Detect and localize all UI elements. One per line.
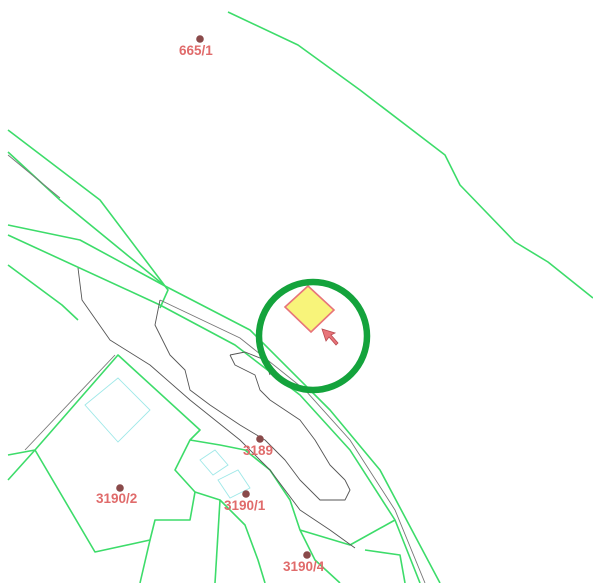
road-edge-lower-left — [24, 354, 116, 451]
boundary-bottom-mid — [214, 499, 221, 583]
road-boundary-lower — [159, 304, 421, 583]
parcel-marker-icon — [196, 35, 204, 43]
boundary-lower-left-edge — [7, 449, 36, 481]
parcel-3190-1[interactable]: 3190/1 — [224, 490, 266, 513]
boundary-3190-4-right — [364, 549, 406, 583]
parcel-boundaries — [7, 11, 593, 583]
cursor-arrow-icon — [321, 328, 339, 346]
parcel-3190-4[interactable]: 3190/4 — [283, 551, 325, 574]
road-boundary-upper — [7, 151, 441, 583]
parcel-label: 3190/1 — [224, 498, 266, 513]
parcel-marker-icon — [242, 490, 250, 498]
parcel-3190-2[interactable]: 3190/2 — [96, 484, 137, 506]
parcel-marker-icon — [303, 551, 311, 559]
road-edge-corridor — [159, 299, 426, 583]
boundary-3190-1 — [189, 439, 341, 583]
contour-3 — [229, 354, 346, 481]
road-edge-top-left — [7, 154, 61, 199]
boundary-3190-2 — [7, 354, 201, 553]
road-edges — [7, 154, 426, 583]
parcel-label: 3190/4 — [283, 559, 325, 574]
parcel-label: 3190/2 — [96, 491, 137, 506]
parcel-marker-icon — [256, 435, 264, 443]
contour-1 — [77, 267, 356, 549]
building-small-1 — [199, 449, 229, 476]
terrain-contours — [77, 267, 356, 549]
buildings — [84, 377, 251, 499]
boundary-left-bottom — [7, 264, 79, 321]
building-small-2 — [217, 469, 251, 499]
highlight-circle — [255, 278, 371, 394]
boundary-3190-4 — [299, 519, 396, 546]
parcel-label: 665/1 — [179, 43, 213, 58]
boundary-bottom-left — [139, 539, 151, 583]
boundary-top-right — [227, 11, 593, 299]
boundary-3190-1-lower — [194, 491, 266, 583]
parcel-3189[interactable]: 3189 — [243, 435, 273, 458]
boundary-left-mid — [7, 224, 166, 287]
contour-2 — [154, 299, 351, 501]
selected-parcel-feature[interactable] — [283, 284, 336, 334]
boundary-left-upper — [7, 129, 169, 309]
parcel-labels: 665/1 3189 3190/2 3190/1 3190/4 — [96, 35, 325, 574]
building-large — [84, 377, 151, 443]
parcel-label: 3189 — [243, 443, 273, 458]
parcel-665-1[interactable]: 665/1 — [179, 35, 213, 58]
boundary-left-lower — [7, 234, 161, 306]
parcel-marker-icon — [116, 484, 124, 492]
